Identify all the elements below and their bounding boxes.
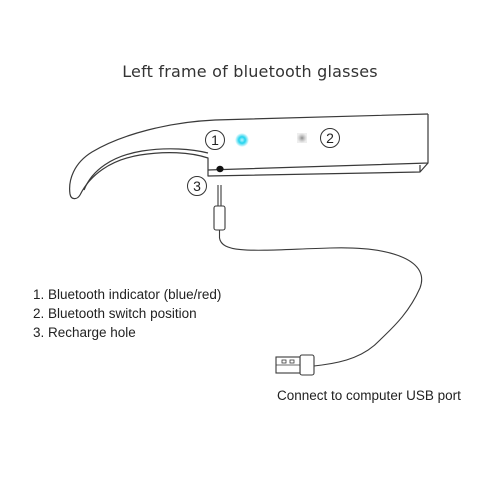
usb-plug [275,354,323,376]
switch-mark [297,133,307,143]
charging-pin [213,185,226,238]
callout-3-label: 3 [193,178,201,194]
callout-3: 3 [187,176,207,196]
diagram-title: Left frame of bluetooth glasses [122,62,378,81]
usb-caption: Connect to computer USB port [277,388,461,403]
temple-arm [69,113,429,200]
legend: 1. Bluetooth indicator (blue/red) 2. Blu… [33,285,221,342]
usb-cable [218,237,423,366]
callout-1: 1 [205,130,225,150]
legend-item: 3. Recharge hole [33,325,136,340]
bluetooth-indicator-light [235,133,249,147]
legend-item: 1. Bluetooth indicator (blue/red) [33,287,222,302]
callout-1-label: 1 [211,132,219,148]
callout-2-label: 2 [326,130,334,146]
recharge-hole [216,165,224,173]
callout-2: 2 [320,128,340,148]
legend-item: 2. Bluetooth switch position [33,306,197,321]
